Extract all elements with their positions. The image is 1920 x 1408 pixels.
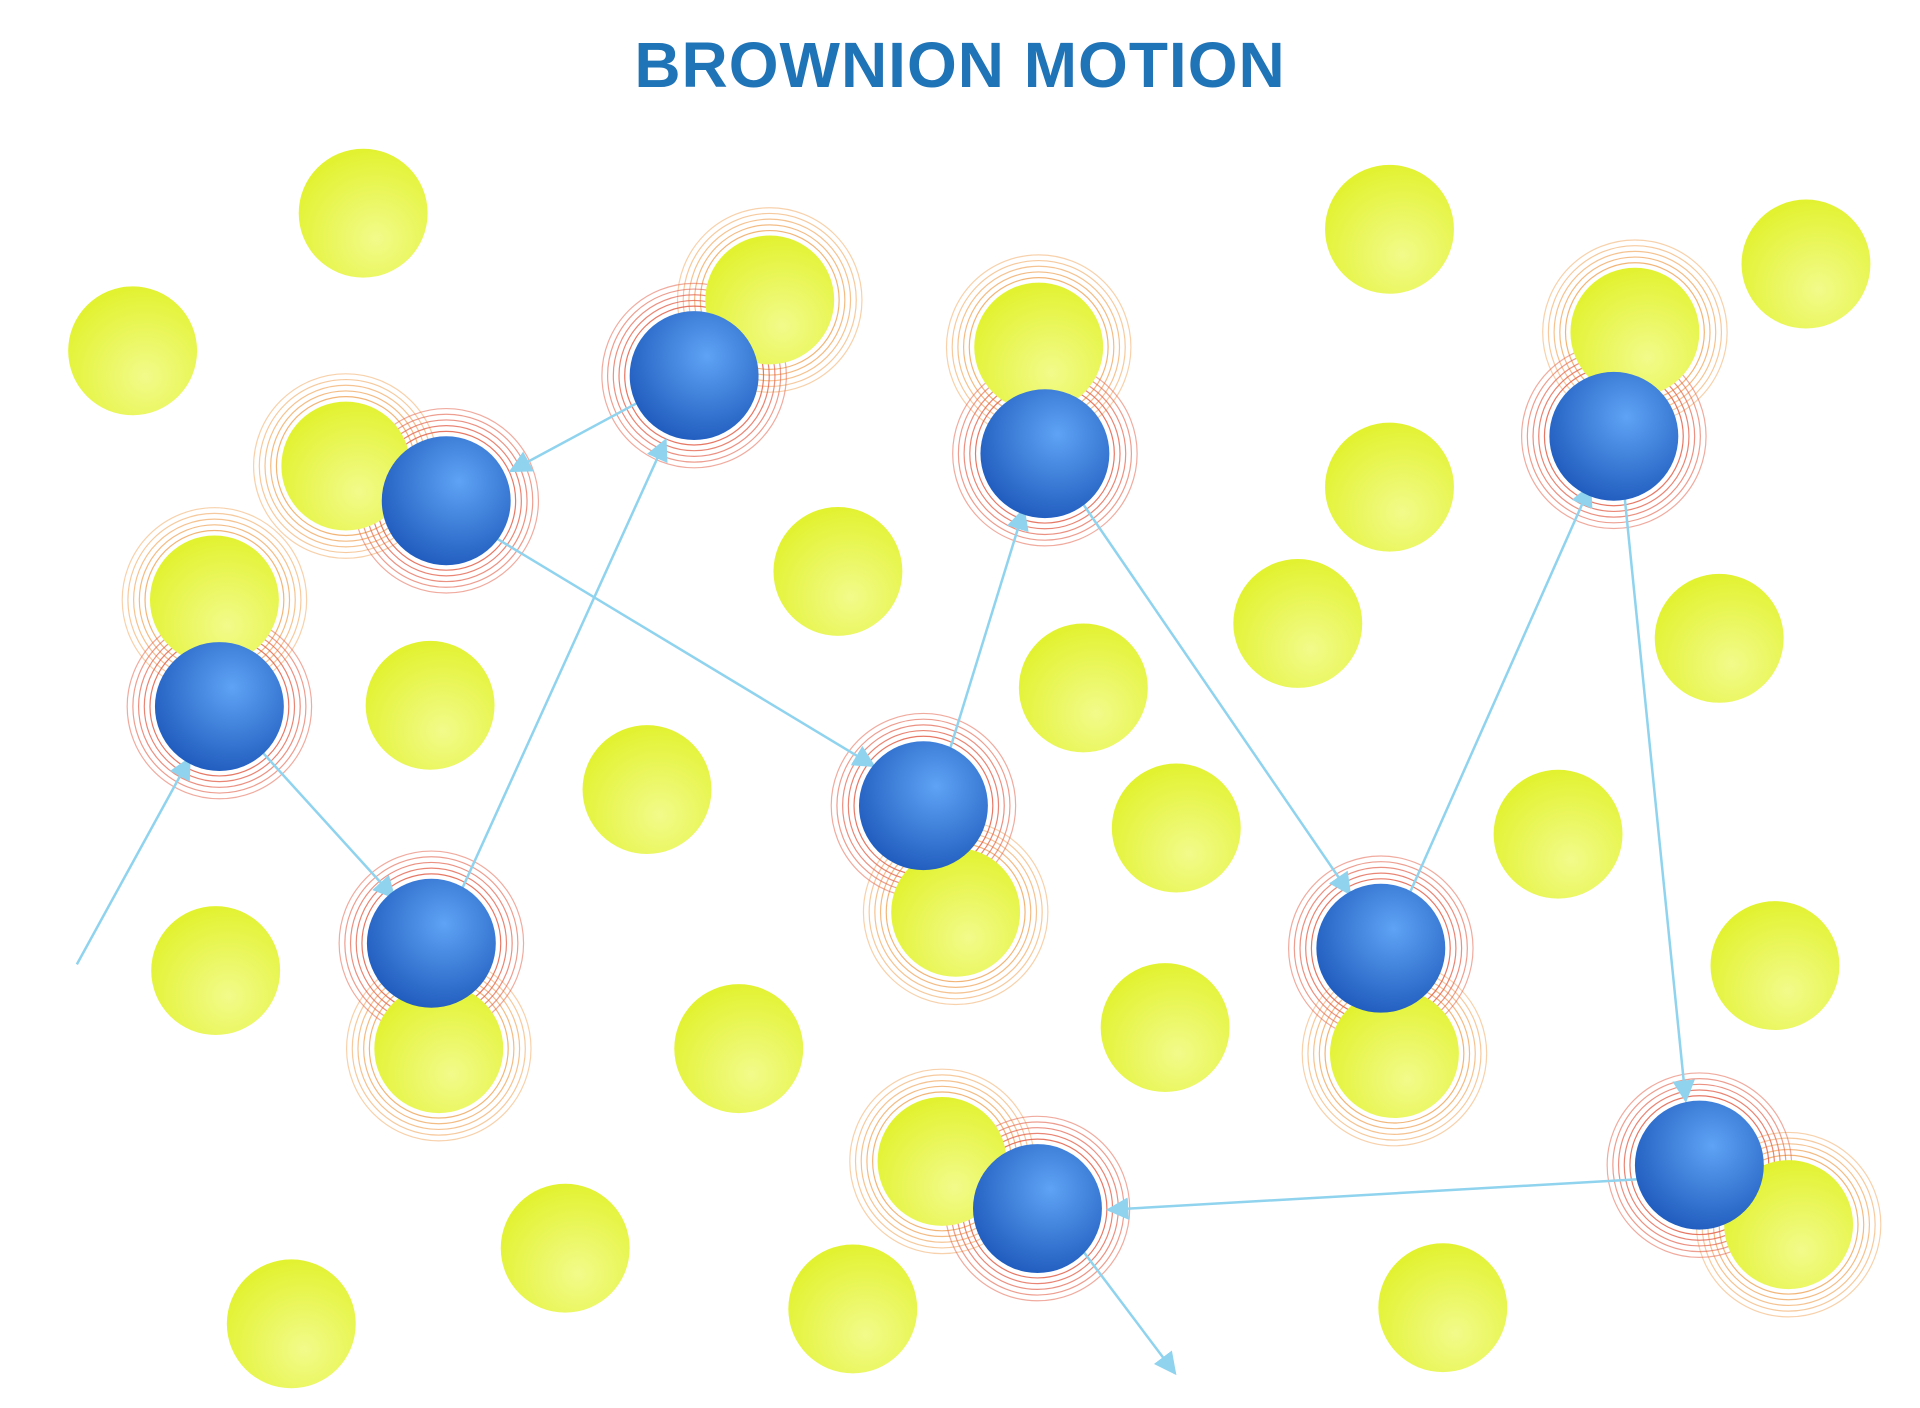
fluid-molecule xyxy=(1741,199,1871,329)
motion-path-arrow xyxy=(1079,500,1352,896)
particle-collision-rings xyxy=(601,282,787,469)
brownian-particle xyxy=(154,642,284,771)
fluid-molecule xyxy=(1654,573,1784,703)
fluid-molecule xyxy=(877,1096,1007,1226)
fluid-molecule xyxy=(1111,763,1241,893)
motion-path xyxy=(75,399,1695,1376)
collision-ring xyxy=(682,212,857,388)
brownian-particle xyxy=(1549,371,1679,501)
molecule-collision-rings xyxy=(676,207,863,393)
collision-ring xyxy=(618,299,770,452)
brownian-particle xyxy=(858,741,988,871)
fluid-molecule xyxy=(674,984,804,1114)
brownian-particle xyxy=(1316,883,1446,1013)
fluid-molecule xyxy=(1570,267,1700,397)
fluid-molecule xyxy=(1100,963,1230,1093)
fluid-molecule xyxy=(281,401,411,531)
fluid-molecule xyxy=(365,640,495,770)
collision-ring xyxy=(612,294,776,457)
collision-ring xyxy=(688,218,852,382)
motion-path-arrow xyxy=(947,507,1029,756)
fluid-molecule xyxy=(1378,1243,1508,1373)
brownian-particle xyxy=(629,311,759,441)
fluid-molecule xyxy=(891,847,1021,977)
brownian-particle xyxy=(381,436,511,566)
fluid-molecule xyxy=(788,1244,918,1374)
fluid-molecule xyxy=(582,725,712,855)
fluid-molecule xyxy=(1325,164,1454,294)
collision-ring xyxy=(601,282,787,469)
brownian-particle xyxy=(973,1144,1102,1273)
fluid-molecule xyxy=(151,906,281,1035)
motion-path-arrow xyxy=(508,399,643,473)
motion-path-arrow xyxy=(259,749,396,900)
fluid-molecule xyxy=(298,148,428,278)
fluid-molecule xyxy=(500,1183,630,1313)
brownian-particle xyxy=(366,878,496,1008)
motion-path-arrow xyxy=(495,536,876,768)
fluid-molecule xyxy=(1233,559,1363,688)
fluid-molecule xyxy=(226,1259,356,1389)
fluid-molecule xyxy=(1325,422,1454,552)
motion-path-arrow xyxy=(1409,483,1593,892)
fluid-molecule xyxy=(1329,989,1459,1119)
fluid-molecule xyxy=(974,282,1104,412)
fluid-molecule xyxy=(1493,769,1623,899)
fluid-molecule xyxy=(374,984,504,1114)
motion-path-arrow xyxy=(1079,1247,1177,1376)
diagram-title: BROWNION MOTION xyxy=(634,29,1286,101)
motion-path-arrow xyxy=(1622,488,1695,1103)
collision-ring xyxy=(607,288,782,463)
fluid-molecule xyxy=(149,535,279,665)
fluid-molecule xyxy=(1018,623,1148,753)
particle-collision-rings xyxy=(1521,343,1707,530)
fluid-molecule xyxy=(68,286,198,416)
brownian-particle xyxy=(980,389,1110,519)
collision-ring xyxy=(676,207,863,393)
fluid-molecule xyxy=(1710,901,1840,1031)
fluid-molecules xyxy=(68,148,1871,1389)
brownian-particle xyxy=(1634,1100,1764,1230)
motion-path-arrow xyxy=(458,437,668,895)
motion-path-arrow xyxy=(75,756,191,965)
brownian-particles xyxy=(154,311,1764,1273)
collision-ring xyxy=(624,305,765,446)
fluid-molecule xyxy=(773,506,903,636)
motion-path-arrow xyxy=(1105,1177,1648,1220)
collision-ring xyxy=(699,229,840,370)
